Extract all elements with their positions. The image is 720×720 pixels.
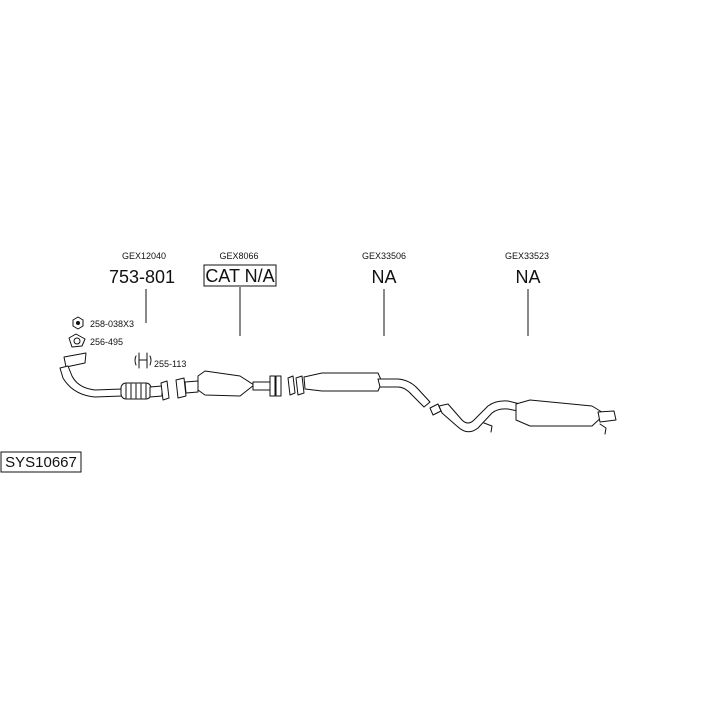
rear-silencer-part[interactable]: [429, 399, 617, 435]
nut-icon[interactable]: [72, 316, 84, 330]
group-1-code: GEX12040: [122, 251, 166, 261]
system-id: SYS10667: [5, 454, 77, 471]
front-pipe-part[interactable]: [59, 352, 170, 401]
clamp-part-number[interactable]: 255-113: [154, 359, 186, 369]
group-2-code: GEX8066: [219, 251, 258, 261]
nut-part-number[interactable]: 258-038X3: [90, 319, 134, 329]
group-2-number-box: [203, 264, 277, 287]
group-3-number[interactable]: NA: [371, 267, 396, 287]
middle-silencer-part[interactable]: [287, 372, 431, 408]
clamp-icon[interactable]: [134, 352, 152, 369]
group-4-code: GEX33523: [505, 251, 549, 261]
group-1-number[interactable]: 753-801: [109, 267, 175, 287]
system-id-box: [0, 451, 82, 473]
gasket-icon[interactable]: [68, 333, 86, 348]
gasket-part-number[interactable]: 256-495: [90, 337, 123, 347]
group-4-number[interactable]: NA: [515, 267, 540, 287]
group-3-code: GEX33506: [362, 251, 406, 261]
catalytic-converter-part[interactable]: [175, 370, 282, 399]
group-2-number[interactable]: CAT N/A: [205, 266, 274, 286]
